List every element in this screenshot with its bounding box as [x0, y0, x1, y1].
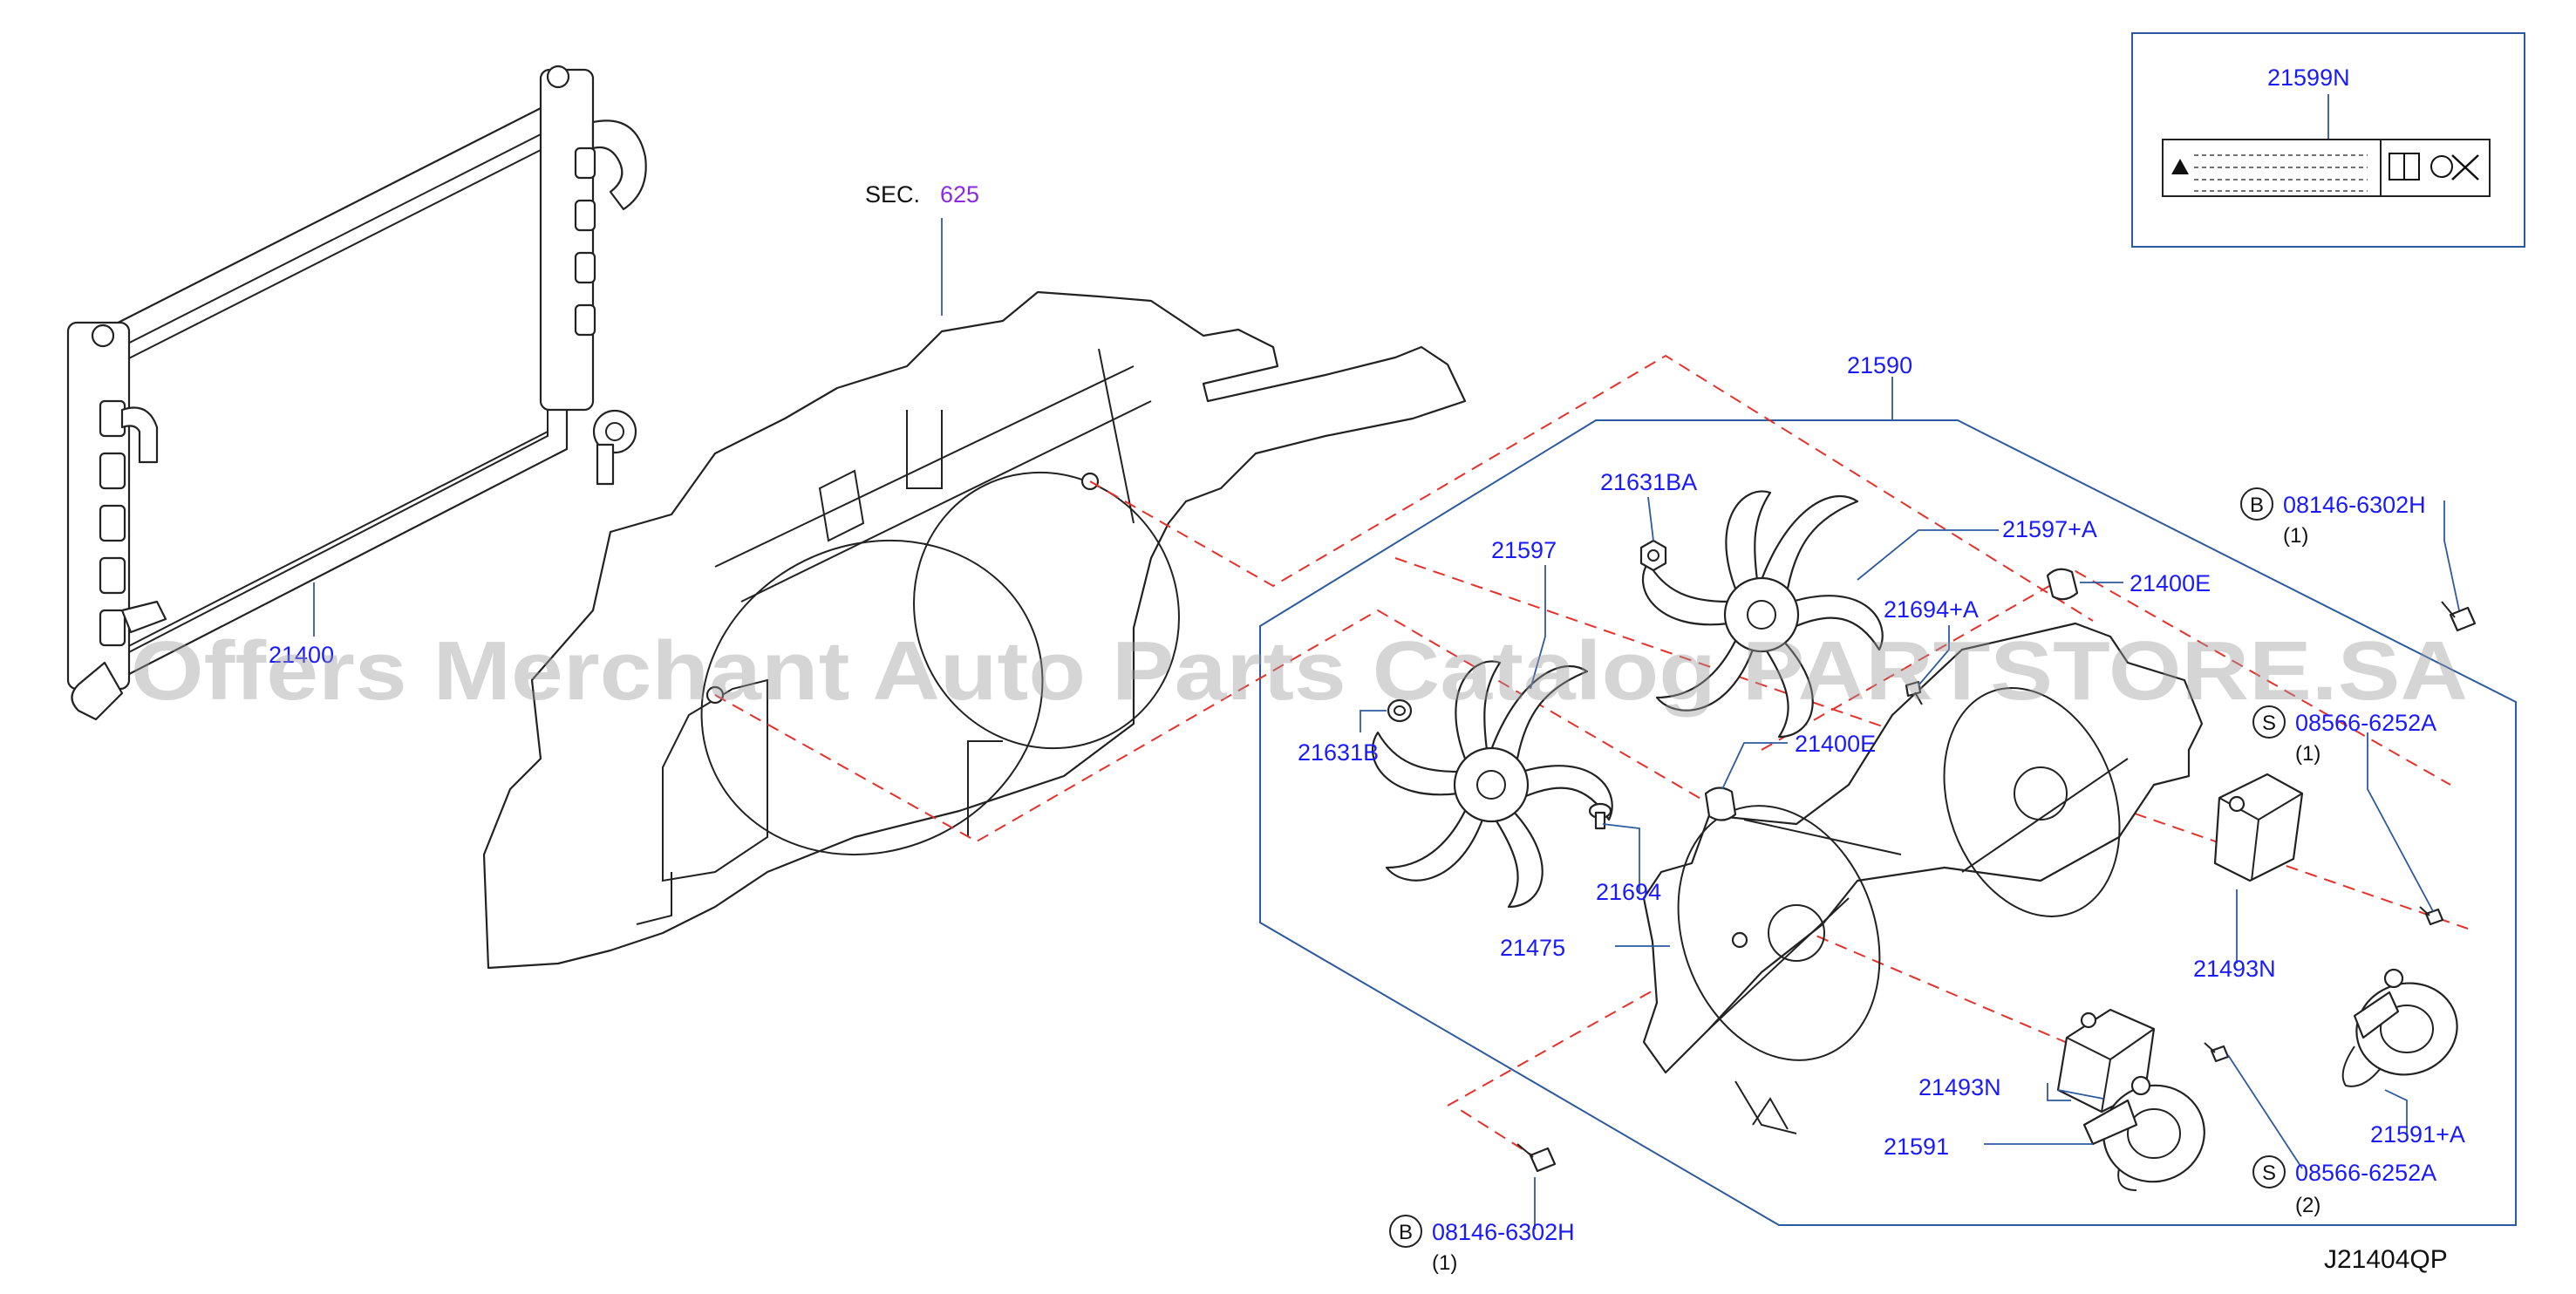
screw-upper-symbol-circle — [2252, 705, 2286, 739]
label-bolt-bottom[interactable]: 08146-6302H — [1432, 1219, 1575, 1245]
screw-lower-illustration — [2204, 1042, 2230, 1063]
labels: SEC. 625 21599N 21400 21590 21631BA 2159… — [269, 65, 2465, 1275]
fan-shroud-illustration — [1642, 622, 2204, 1134]
bolt-top-illustration — [2441, 601, 2477, 632]
label-21599n[interactable]: 21599N — [2267, 65, 2350, 91]
label-bushing-upper[interactable]: 21400E — [2130, 570, 2211, 596]
label-bolt-lower[interactable]: 21694 — [1596, 879, 1661, 905]
qty-screw-lower: (2) — [2295, 1194, 2320, 1217]
bolt-bottom-symbol: B — [1399, 1221, 1413, 1244]
label-screw-lower[interactable]: 08566-6252A — [2295, 1160, 2436, 1186]
label-motor-left[interactable]: 21591 — [1884, 1134, 1949, 1160]
label-fan-right[interactable]: 21597+A — [2002, 516, 2097, 542]
label-nut-ba[interactable]: 21631BA — [1600, 469, 1697, 495]
diagram-code: J21404QP — [2324, 1245, 2448, 1274]
fan-blade-right-illustration — [1641, 490, 1884, 739]
label-resistor-left[interactable]: 21493N — [1918, 1074, 2001, 1100]
nut-21631b-illustration — [1387, 698, 1413, 723]
bolt-bottom-symbol-circle — [1389, 1215, 1422, 1248]
bushing-lower-illustration — [1704, 787, 1737, 821]
bolt-top-symbol-circle — [2240, 487, 2273, 521]
bolt-21694a-illustration — [1905, 680, 1923, 705]
resistor-left-illustration — [2056, 1008, 2156, 1114]
label-bolt-upper[interactable]: 21694+A — [1884, 596, 1979, 623]
section-prefix: SEC. — [865, 181, 920, 208]
fan-assembly-outline — [1259, 419, 2517, 1226]
screw-upper-illustration — [2419, 906, 2444, 926]
warning-triangle-icon — [2171, 159, 2189, 174]
warning-label-box — [2131, 32, 2525, 248]
screw-upper-symbol: S — [2262, 712, 2276, 735]
label-bushing-lower[interactable]: 21400E — [1795, 731, 1876, 757]
leader-lines — [313, 218, 2460, 1229]
label-resistor-right[interactable]: 21493N — [2193, 956, 2276, 982]
watermark-text: Offers Merchant Auto Parts Catalog PARTS… — [131, 624, 2468, 718]
qty-bolt-top: (1) — [2283, 524, 2308, 548]
label-nut-b[interactable]: 21631B — [1298, 739, 1379, 766]
label-radiator[interactable]: 21400 — [269, 642, 334, 668]
bushing-upper-illustration — [2046, 568, 2079, 601]
qty-bolt-bottom: (1) — [1432, 1251, 1457, 1275]
bolt-21694-illustration — [1588, 802, 1612, 830]
screw-lower-symbol: S — [2262, 1161, 2276, 1185]
radiator-core-support-illustration — [482, 290, 1467, 970]
label-screw-upper[interactable]: 08566-6252A — [2295, 710, 2436, 736]
qty-screw-upper: (1) — [2295, 742, 2320, 766]
bolt-top-symbol: B — [2250, 494, 2264, 517]
resistor-right-illustration — [2213, 773, 2304, 882]
section-link[interactable]: 625 — [940, 181, 979, 208]
bolt-bottom-illustration — [1516, 1143, 1557, 1173]
label-motor-right[interactable]: 21591+A — [2370, 1121, 2465, 1148]
motor-right-illustration — [2341, 968, 2458, 1087]
screw-lower-symbol-circle — [2252, 1155, 2286, 1188]
nut-21631ba-illustration — [1639, 539, 1667, 572]
motor-left-illustration — [2082, 1075, 2205, 1191]
label-fan-shroud[interactable]: 21475 — [1500, 935, 1565, 961]
fan-blade-left-illustration — [1371, 660, 1613, 909]
hand-fan-caution-icon — [2430, 154, 2479, 180]
label-fan-assembly[interactable]: 21590 — [1847, 352, 1912, 378]
label-fan-left[interactable]: 21597 — [1491, 537, 1557, 563]
label-bolt-top[interactable]: 08146-6302H — [2283, 492, 2426, 518]
radiator-illustration — [66, 65, 647, 721]
